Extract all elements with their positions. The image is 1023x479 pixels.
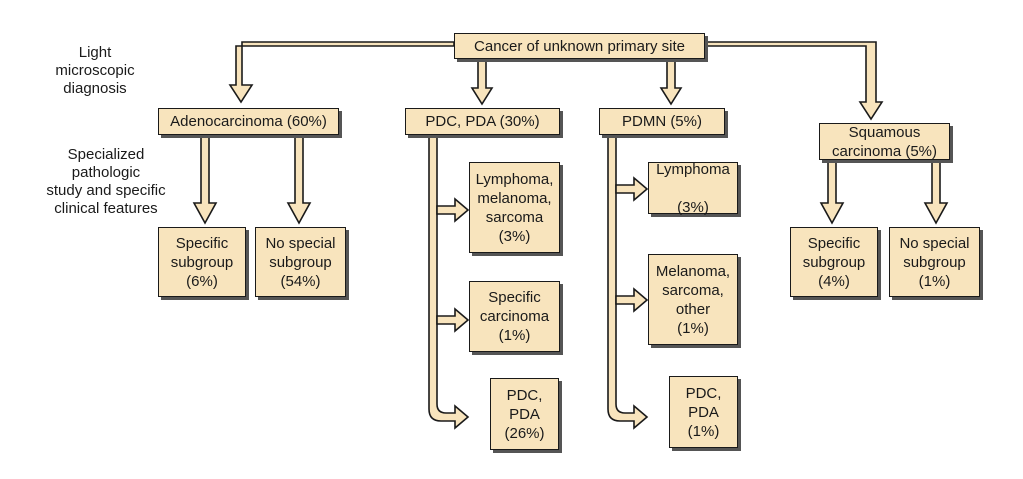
arrow-pdc-to-lymphoma-melanoma-sarcoma [436,197,470,223]
label-light-microscopic-diagnosis: Light microscopic diagnosis [55,44,135,97]
node-pdmn: PDMN (5%) [599,108,725,135]
arrow-pdmn-branch [607,134,649,430]
node-pdmn-lymphoma: Lymphoma (3%) [648,161,738,216]
arrow-root-to-pdc-pda [470,58,494,106]
arrow-root-to-adenocarcinoma [228,41,455,104]
arrow-squamous-to-specific [819,159,845,225]
node-pdc-pdc-pda: PDC, PDA (26%) [490,378,559,450]
arrow-adeno-to-no-special [286,134,312,225]
node-adenocarcinoma: Adenocarcinoma (60%) [158,108,339,135]
node-pdc-pda: PDC, PDA (30%) [405,108,560,135]
arrow-pdc-to-specific-carcinoma [436,307,470,333]
node-squamous-no-special-subgroup: No special subgroup (1%) [889,227,980,297]
arrow-pdmn-to-melanoma [615,287,649,313]
node-adeno-no-special-subgroup: No special subgroup (54%) [255,227,346,297]
node-pdc-specific-carcinoma: Specific carcinoma (1%) [469,281,560,352]
node-squamous-carcinoma: Squamous carcinoma (5%) [819,123,950,160]
node-adeno-specific-subgroup: Specific subgroup (6%) [158,227,246,297]
arrow-pdmn-to-lymphoma [615,176,649,202]
node-pdc-lymphoma-melanoma-sarcoma: Lymphoma, melanoma, sarcoma (3%) [469,162,560,253]
arrow-adeno-to-specific [192,134,218,225]
node-cancer-unknown-primary: Cancer of unknown primary site [454,33,705,59]
arrow-squamous-to-no-special [923,159,949,225]
arrow-root-to-pdmn [659,58,683,106]
arrow-root-to-squamous [704,41,884,121]
arrow-pdc-branch [428,134,470,430]
node-pdmn-melanoma-sarcoma-other: Melanoma, sarcoma, other (1%) [648,254,738,345]
label-specialized-pathologic-study: Specialized pathologic study and specifi… [46,146,166,217]
node-squamous-specific-subgroup: Specific subgroup (4%) [790,227,878,297]
node-pdmn-pdc-pda: PDC, PDA (1%) [669,376,738,448]
